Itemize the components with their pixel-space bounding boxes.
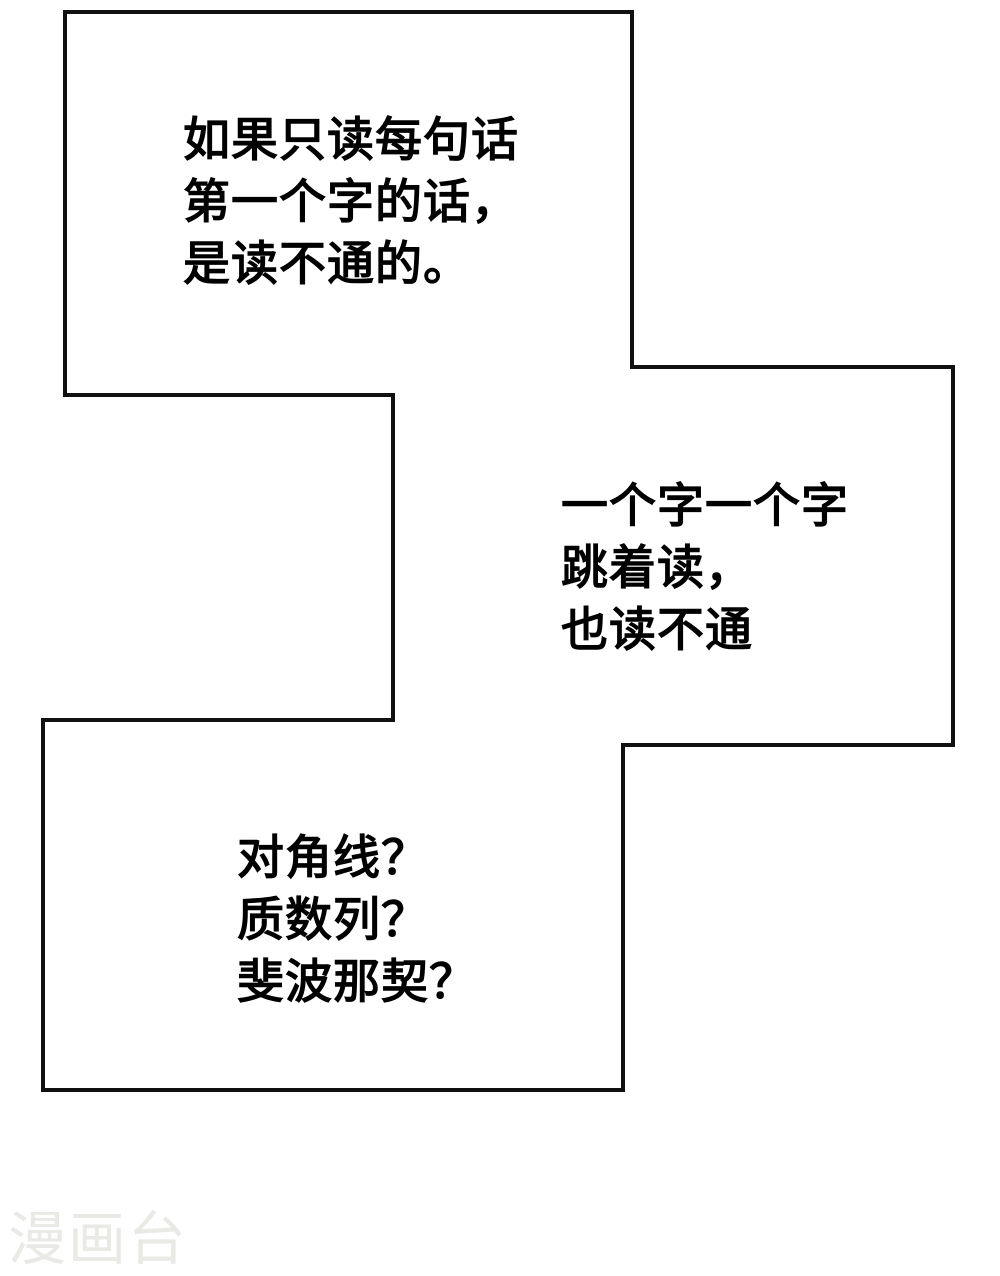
panel-union-shape [41, 10, 955, 1092]
speech-line: 如果只读每句话 [183, 113, 519, 168]
speech-line: 是读不通的。 [183, 237, 471, 292]
speech-line: 对角线？ [237, 831, 429, 886]
speech-line: 斐波那契？ [237, 955, 477, 1010]
speech-text-top-left: 如果只读每句话 第一个字的话， 是读不通的。 [183, 110, 519, 296]
speech-line: 一个字一个字 [561, 479, 849, 534]
speech-line: 第一个字的话， [183, 175, 519, 230]
speech-line: 也读不通 [561, 603, 753, 658]
site-watermark: 漫画台 [8, 1205, 189, 1273]
speech-text-bottom-left: 对角线？ 质数列？ 斐波那契？ [237, 828, 477, 1014]
speech-line: 跳着读， [561, 541, 753, 596]
speech-text-middle-right: 一个字一个字 跳着读， 也读不通 [561, 476, 849, 662]
speech-line: 质数列？ [237, 893, 429, 948]
